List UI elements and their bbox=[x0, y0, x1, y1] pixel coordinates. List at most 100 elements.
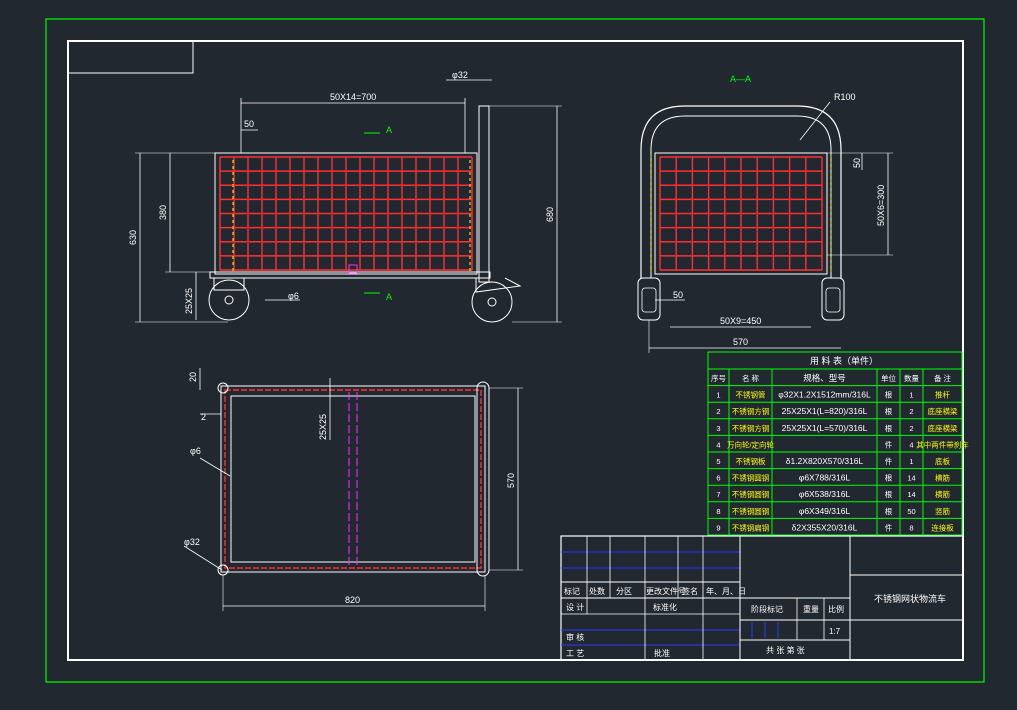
bom-cell: 8 bbox=[716, 507, 720, 516]
section-mark-top: A bbox=[386, 125, 392, 135]
bom-cell: 横筋 bbox=[935, 489, 950, 499]
section-handle-inner bbox=[650, 115, 832, 278]
bom-cell: 25X25X1(L=820)/316L bbox=[782, 406, 868, 416]
section-view: A—A R100 50 50X6=300 50 50X9=450 570 bbox=[637, 74, 893, 353]
title-block-revision-grid bbox=[561, 536, 741, 660]
front-right-caster-fork bbox=[475, 277, 522, 293]
bom-cell: 根 bbox=[885, 506, 893, 516]
bom-cell: 7 bbox=[716, 490, 720, 499]
section-view-title: A—A bbox=[730, 74, 751, 84]
bom-header-cell: 序号 bbox=[711, 373, 726, 383]
bom-cell: 2 bbox=[909, 424, 913, 433]
plan-corner-tl bbox=[217, 382, 229, 394]
bom-cell: 推杆 bbox=[935, 390, 950, 400]
section-mesh-grid bbox=[659, 156, 823, 271]
plan-push-tube bbox=[476, 381, 490, 577]
front-left-caster-fork bbox=[213, 278, 245, 291]
tb-approve-label: 批准 bbox=[654, 648, 670, 658]
front-left-caster-hub bbox=[224, 295, 234, 305]
title-block: 标记 处数 分区 更改文件号 签名 年、月、日 设 计 标准化 阶段标记 重量 … bbox=[560, 535, 964, 661]
bom-cell: 14 bbox=[907, 474, 915, 483]
front-push-tube bbox=[478, 105, 490, 283]
outer-frame bbox=[45, 18, 985, 683]
bom-cell: δ2X355X20/316L bbox=[792, 522, 858, 532]
dim-label-offset-2: 2 bbox=[201, 412, 206, 422]
front-left-caster-wheel bbox=[208, 279, 250, 321]
bom-cell: 5 bbox=[716, 457, 720, 466]
bom-cell: 底座横梁 bbox=[928, 423, 958, 433]
plan-view: 20 2 φ6 25X25 570 φ32 820 bbox=[183, 368, 523, 611]
dim-label-plan-depth: 570 bbox=[506, 473, 516, 488]
plan-inner bbox=[230, 395, 476, 563]
bom-cell: 1 bbox=[909, 391, 913, 400]
section-left-caster-inner bbox=[641, 287, 657, 313]
dim-label-width: 570 bbox=[733, 337, 748, 347]
tb-sheets-label: 共 张 第 张 bbox=[766, 645, 805, 655]
front-mesh-grid bbox=[219, 156, 473, 271]
drawing-title: 不锈钢网状物流车 bbox=[874, 593, 946, 604]
dim-label-height-total: 630 bbox=[128, 230, 138, 245]
front-mesh-outline bbox=[214, 152, 478, 275]
bom-cell: 根 bbox=[885, 473, 893, 483]
bom-cell: φ6X538/316L bbox=[799, 489, 851, 499]
bom-cell: 2 bbox=[909, 407, 913, 416]
leader-plan-rod bbox=[199, 457, 231, 477]
leader-radius bbox=[799, 101, 831, 141]
bom-cell: 14 bbox=[907, 490, 915, 499]
bom-cell: 不锈钢扁钢 bbox=[732, 522, 770, 532]
bom-cell: 根 bbox=[885, 406, 893, 416]
bom-cell: 根 bbox=[885, 390, 893, 400]
bom-cell: φ6X788/316L bbox=[799, 473, 851, 483]
dim-label-rod: φ6 bbox=[288, 291, 299, 301]
dim-label-pitch: 50 bbox=[244, 119, 254, 129]
bom-cell: 万向轮/定向轮 bbox=[727, 439, 775, 449]
front-base-bar bbox=[209, 271, 491, 279]
bom-header-cell: 数量 bbox=[904, 373, 919, 383]
bom-cell: 竖筋 bbox=[935, 506, 950, 516]
section-handle-outer bbox=[640, 105, 842, 278]
tb-weight-label: 重量 bbox=[803, 604, 819, 614]
bom-cell: 9 bbox=[716, 523, 720, 532]
bom-cell: 连接板 bbox=[931, 522, 954, 532]
bom-cell: φ32X1.2X1512mm/316L bbox=[778, 390, 871, 400]
section-mesh-outline bbox=[654, 152, 828, 275]
bom-cell: 2 bbox=[716, 407, 720, 416]
dim-label-radius: R100 bbox=[834, 92, 856, 102]
bom-cell: 根 bbox=[885, 489, 893, 499]
dim-label-tube: φ32 bbox=[452, 70, 468, 80]
tb-header-0: 标记 bbox=[564, 586, 580, 596]
dim-label-plan-tube: φ32 bbox=[184, 537, 200, 547]
bom-header-cell: 备 注 bbox=[934, 373, 952, 383]
bom-cell: 不锈钢圆钢 bbox=[732, 506, 770, 516]
bom-cell: 不锈钢方钢 bbox=[732, 406, 770, 416]
tb-standard-label: 标准化 bbox=[653, 602, 677, 612]
dim-label-horizontal-total: 50X9=450 bbox=[720, 316, 761, 326]
bom-cell: 1 bbox=[716, 391, 720, 400]
tb-stage-label: 阶段标记 bbox=[751, 604, 783, 614]
bom-cell: 根 bbox=[885, 423, 893, 433]
tb-design-label: 设 计 bbox=[566, 602, 584, 612]
tb-header-3: 更改文件号 bbox=[646, 586, 686, 596]
section-right-caster bbox=[821, 277, 845, 321]
dim-label-vertical-total: 50X6=300 bbox=[876, 185, 886, 226]
bom-cell: 不锈钢板 bbox=[736, 456, 766, 466]
bom-cell: 4 bbox=[716, 440, 720, 449]
section-right-caster-inner bbox=[825, 287, 841, 313]
inner-frame bbox=[67, 40, 964, 661]
dim-label-bar-size: 25X25 bbox=[184, 288, 194, 314]
dim-label-plan-rod: φ6 bbox=[190, 446, 201, 456]
tb-header-4: 签名 bbox=[682, 586, 698, 596]
dim-label-plan-bar: 25X25 bbox=[318, 414, 328, 440]
dim-label-offset-20: 20 bbox=[188, 372, 198, 382]
tb-header-1: 处数 bbox=[589, 586, 605, 596]
dim-label-plan-length: 820 bbox=[345, 595, 360, 605]
front-view: 50X14=700 50 φ32 630 380 680 25X25 φ6 A … bbox=[128, 70, 562, 323]
dim-label-bottom-pitch: 50 bbox=[673, 290, 683, 300]
plan-red-rods bbox=[224, 389, 482, 569]
bom-header-cell: 单位 bbox=[881, 373, 896, 383]
bom-header-cell: 规格、型号 bbox=[803, 373, 846, 383]
bom-cell: δ1.2X820X570/316L bbox=[786, 456, 864, 466]
